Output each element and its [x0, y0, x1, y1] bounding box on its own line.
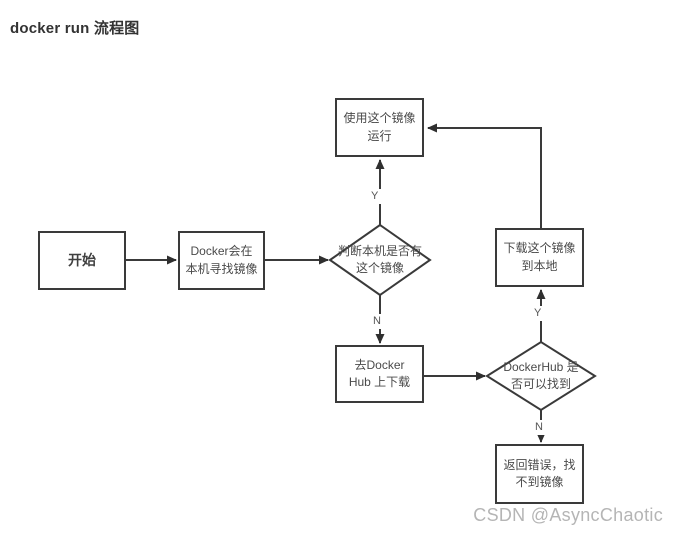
node-download-local: 下载这个镜像 到本地	[495, 228, 584, 287]
node-use-image: 使用这个镜像 运行	[335, 98, 424, 157]
decision-has-image-shape	[328, 223, 432, 297]
edge-label-has-image-yes: Y	[368, 189, 382, 204]
page-title: docker run 流程图	[10, 20, 140, 37]
edge-label-has-image-no: N	[370, 314, 384, 329]
node-local-search: Docker会在 本机寻找镜像	[178, 231, 265, 290]
node-return-error: 返回错误，找 不到镜像	[495, 444, 584, 504]
edge-download-to-use	[427, 123, 542, 228]
edge-label-hub-found-no: N	[532, 420, 546, 435]
node-start: 开始	[38, 231, 126, 290]
csdn-watermark: CSDN @AsyncChaotic	[473, 505, 663, 525]
decision-hub-found-shape	[485, 340, 597, 412]
node-go-docker-hub: 去Docker Hub 上下载	[335, 345, 424, 403]
edge-label-hub-found-yes: Y	[531, 306, 545, 321]
